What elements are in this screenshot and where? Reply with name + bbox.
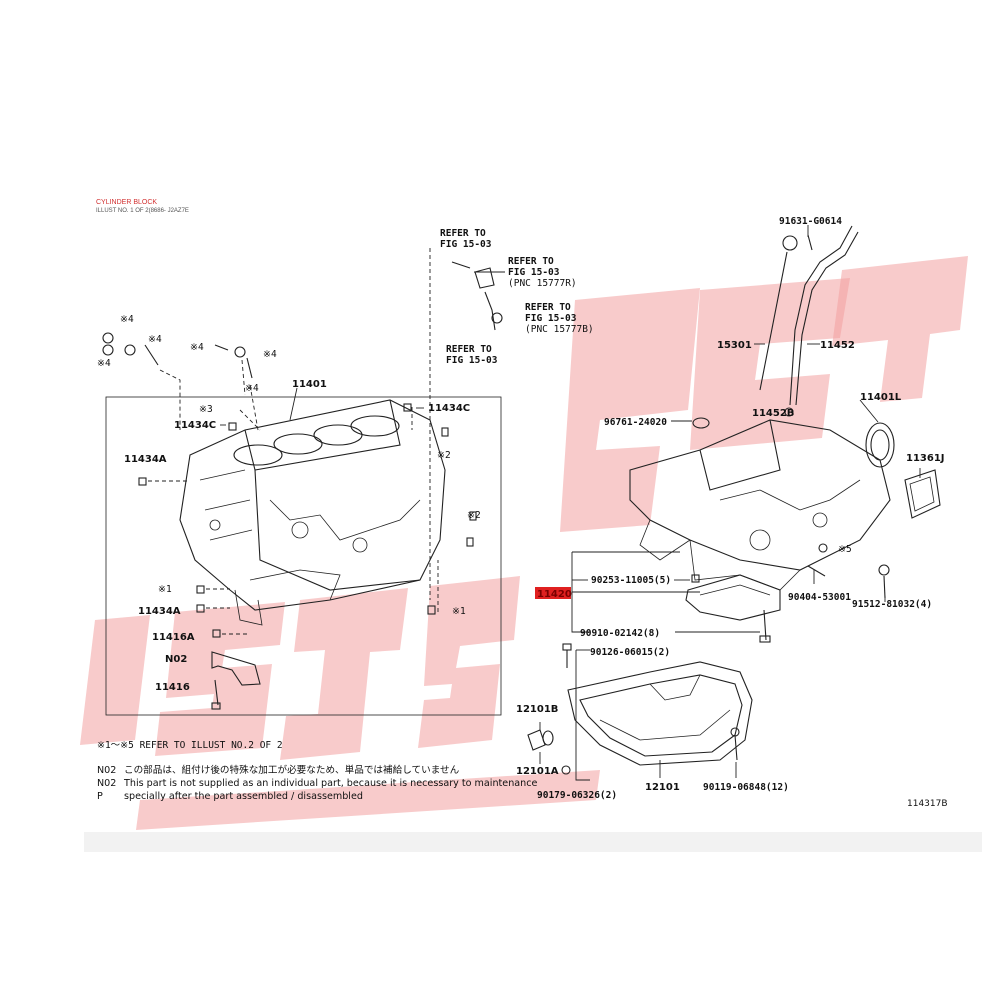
mark-1a: ※1 (158, 584, 172, 595)
mark-2b: ※2 (467, 510, 481, 521)
oil-pan-no2-12101 (562, 643, 753, 766)
bolts-pan-bottom (561, 727, 740, 775)
note-p-code: P (97, 791, 103, 802)
label-90404-53001: 90404-53001 (788, 592, 851, 603)
highlight-11420 (535, 587, 571, 599)
mark-4e: ※4 (263, 349, 277, 360)
label-11420: 11420 (537, 589, 572, 600)
label-11434c-top: 11434C (428, 403, 470, 414)
label-91631-g0614: 91631-G0614 (779, 216, 842, 227)
diagram-title: CYLINDER BLOCK (96, 199, 157, 206)
label-90910-02142: 90910-02142(8) (580, 628, 660, 639)
label-12101: 12101 (645, 782, 680, 793)
label-12101b: 12101B (516, 704, 558, 715)
diagram-subtitle: ILLUST NO. 1 OF 2(8686- J2AZ7E (96, 208, 189, 214)
plate-11361j (904, 469, 941, 519)
label-11434a-bottom: 11434A (138, 606, 181, 617)
refer-2-line1: REFER TO (508, 256, 554, 267)
label-96761-24020: 96761-24020 (604, 417, 667, 428)
label-11416a: 11416A (152, 632, 195, 643)
watermark-logo (80, 256, 968, 830)
note-n02-code-jp: N02 (97, 765, 116, 776)
bolts-top-left (102, 332, 261, 431)
mark-2a: ※2 (437, 450, 451, 461)
drain-plug-12101a (527, 729, 554, 751)
bearing-cap-n02 (211, 651, 261, 710)
label-11452b: 11452B (752, 408, 794, 419)
label-12101a: 12101A (516, 766, 559, 777)
cylinder-block-frame (105, 396, 502, 716)
refer-1-line2: FIG 15-03 (440, 239, 492, 250)
refer-to-fig-area (429, 248, 505, 600)
label-11452: 11452 (820, 340, 855, 351)
refer-3-line3: (PNC 15777B) (525, 324, 594, 335)
note-n02-japanese: この部品は、組付け後の特殊な加工が必要なため、単品では補給していません (124, 764, 460, 776)
mark-4a: ※4 (120, 314, 134, 325)
refer-1-line1: REFER TO (440, 228, 486, 239)
mark-1b: ※1 (452, 606, 466, 617)
oil-pan-no1-11420 (629, 419, 891, 591)
cylinder-block-11401 (179, 399, 446, 626)
illustration-number: 114317B (907, 799, 948, 809)
refer-2-line3: (PNC 15777R) (508, 278, 577, 289)
mark-4f: ※4 (245, 383, 259, 394)
label-15301: 15301 (717, 340, 752, 351)
label-11434a-left: 11434A (124, 454, 167, 465)
label-90179-06326: 90179-06326(2) (537, 790, 617, 801)
bolts-right (691, 543, 890, 643)
label-90126-06015: 90126-06015(2) (590, 647, 670, 658)
refer-2-line2: FIG 15-03 (508, 267, 560, 278)
note-p-english: specially after the part assembled / dis… (124, 791, 363, 802)
leader-lines (220, 225, 921, 781)
mark-4d: ※4 (190, 342, 204, 353)
o-ring-96761 (692, 417, 710, 429)
oil-level-gauge (759, 225, 859, 417)
refer-4-line1: REFER TO (446, 344, 492, 355)
note-n02-english: This part is not supplied as an individu… (123, 778, 538, 789)
note-refer-illust-2: ※1～※5 REFER TO ILLUST NO.2 OF 2 (97, 740, 283, 751)
label-90253-11005: 90253-11005(5) (591, 575, 671, 586)
label-11434c-left: 11434C (174, 420, 216, 431)
label-90119-06848: 90119-06848(12) (703, 782, 789, 793)
label-91512-81032: 91512-81032(4) (852, 599, 932, 610)
dowel-pins (138, 403, 477, 638)
mark-4b: ※4 (97, 358, 111, 369)
label-n02: N02 (165, 654, 187, 665)
label-11401l: 11401L (860, 392, 902, 403)
mark-5: ※5 (838, 544, 852, 555)
label-11401: 11401 (292, 379, 327, 390)
refer-3-line2: FIG 15-03 (525, 313, 577, 324)
note-n02-code-en: N02 (97, 778, 116, 789)
mark-4c: ※4 (148, 334, 162, 345)
refer-3-line1: REFER TO (525, 302, 571, 313)
baffle-plate (685, 574, 781, 621)
mark-3: ※3 (199, 404, 213, 415)
footer-band (84, 832, 982, 852)
label-11416: 11416 (155, 682, 190, 693)
refer-4-line2: FIG 15-03 (446, 355, 498, 366)
label-11361j: 11361J (906, 453, 945, 464)
